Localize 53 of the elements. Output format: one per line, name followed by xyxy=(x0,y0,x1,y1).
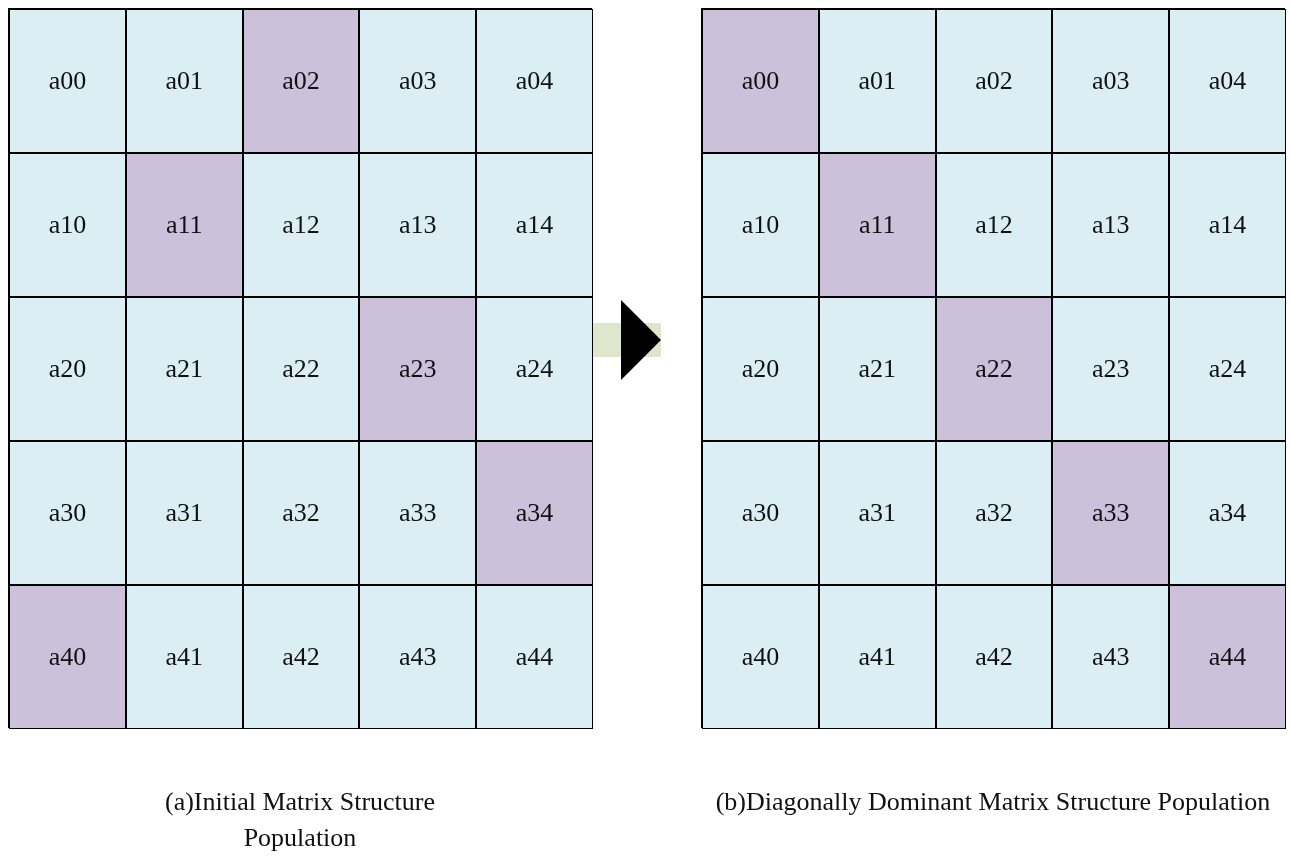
matrix-cell: a43 xyxy=(359,585,477,729)
matrix-cell: a20 xyxy=(9,297,126,441)
matrix-cell: a42 xyxy=(242,585,360,729)
matrix-cell: a31 xyxy=(818,441,936,585)
matrix-cell: a44 xyxy=(1169,585,1286,729)
matrix-cell: a24 xyxy=(1169,297,1286,441)
matrix-cell: a31 xyxy=(125,441,243,585)
matrix-cell: a22 xyxy=(935,297,1053,441)
matrix-cell: a13 xyxy=(1052,153,1170,297)
matrix-title: (b)Diagonally Dominant Matrix Structure Population xyxy=(714,786,1272,818)
matrix-title: (a)Initial Matrix Structure Population xyxy=(164,786,436,854)
matrix-cell: a33 xyxy=(1052,441,1170,585)
block-arrow xyxy=(592,300,661,380)
matrix-cell: a10 xyxy=(702,153,819,297)
matrix-cell: a23 xyxy=(1052,297,1170,441)
matrix-cell: a43 xyxy=(1052,585,1170,729)
matrix-cell: a11 xyxy=(125,153,243,297)
matrix-cell: a13 xyxy=(359,153,477,297)
matrix-cell: a41 xyxy=(818,585,936,729)
matrix-cell: a23 xyxy=(359,297,477,441)
matrix-cell: a32 xyxy=(935,441,1053,585)
matrix-cell: a21 xyxy=(125,297,243,441)
matrix-cell: a30 xyxy=(702,441,819,585)
matrix-cell: a22 xyxy=(242,297,360,441)
matrix-cell: a01 xyxy=(818,9,936,153)
matrix-cell: a10 xyxy=(9,153,126,297)
matrix-cell: a30 xyxy=(9,441,126,585)
matrix-cell: a01 xyxy=(125,9,243,153)
matrix-cell: a11 xyxy=(818,153,936,297)
matrix-cell: a40 xyxy=(702,585,819,729)
matrix-cell: a44 xyxy=(476,585,593,729)
matrix-cell: a00 xyxy=(702,9,819,153)
matrix-cell: a04 xyxy=(1169,9,1286,153)
matrix-cell: a34 xyxy=(1169,441,1286,585)
matrix-cell: a40 xyxy=(9,585,126,729)
matrix-cell: a33 xyxy=(359,441,477,585)
matrix-cell: a21 xyxy=(818,297,936,441)
matrix-cell: a02 xyxy=(935,9,1053,153)
matrix-cell: a32 xyxy=(242,441,360,585)
matrix-cell: a14 xyxy=(1169,153,1286,297)
matrix-cell: a00 xyxy=(9,9,126,153)
matrix-cell: a12 xyxy=(935,153,1053,297)
matrix-cell: a20 xyxy=(702,297,819,441)
matrix-cell: a12 xyxy=(242,153,360,297)
matrix-cell: a03 xyxy=(1052,9,1170,153)
matrix-cell: a14 xyxy=(476,153,593,297)
matrix-cell: a41 xyxy=(125,585,243,729)
matrix-cell: a34 xyxy=(476,441,593,585)
matrix-cell: a02 xyxy=(242,9,360,153)
matrix-cell: a03 xyxy=(359,9,477,153)
matrix-cell: a24 xyxy=(476,297,593,441)
matrix-cell: a04 xyxy=(476,9,593,153)
matrix-cell: a42 xyxy=(935,585,1053,729)
